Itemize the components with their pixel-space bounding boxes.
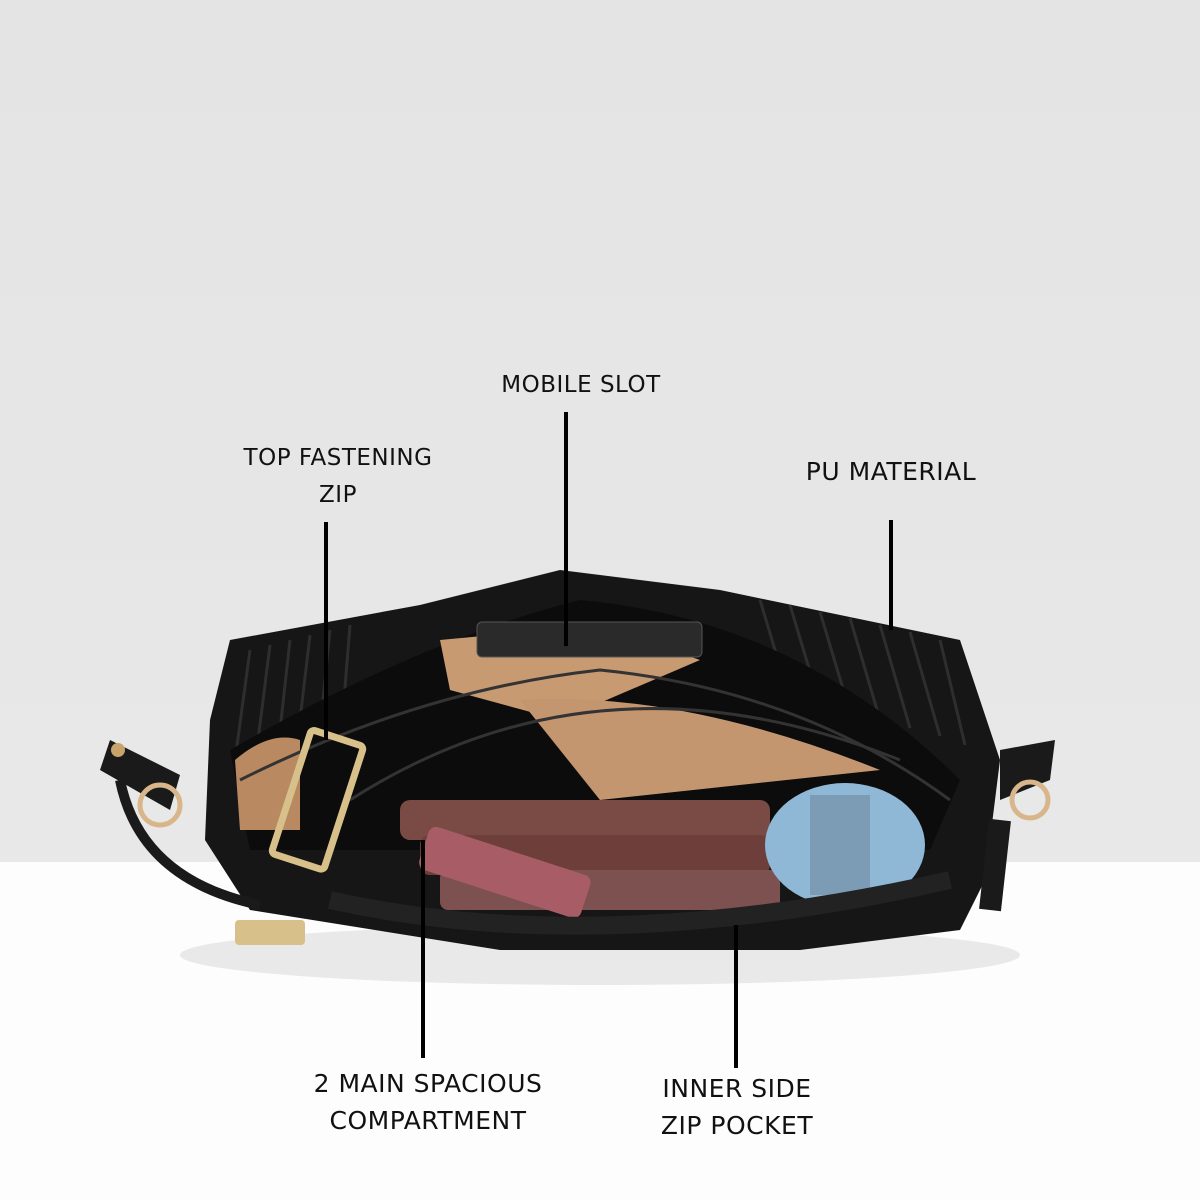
callout-line-main-compartment [421,840,425,1058]
callout-mobile-slot: MOBILE SLOT [501,372,661,398]
callout-main-compartment-line1: 2 MAIN SPACIOUS [313,1069,543,1098]
callout-top-zip: TOP FASTENING ZIP [244,440,433,514]
ring-left [137,782,183,828]
inner-zip [349,707,901,802]
wallet-1 [400,800,770,840]
callout-inner-pocket-line1: INNER SIDE [662,1074,812,1103]
front-zip-puller [235,920,305,945]
top-zip [239,668,951,802]
lining-back [520,698,880,800]
callout-inner-pocket-line2: ZIP POCKET [660,1111,814,1140]
mobile-phone [476,621,703,658]
callout-line-inner-pocket [734,925,738,1068]
callout-main-compartment: 2 MAIN SPACIOUS COMPARTMENT [314,1065,543,1139]
zip-puller [268,727,367,873]
front-panel [328,871,953,935]
strap-tab-left [100,740,180,810]
callout-top-zip-line2: ZIP [319,482,357,508]
ring-right [1009,779,1051,821]
strap-left [115,779,262,910]
callout-inner-pocket: INNER SIDE ZIP POCKET [661,1070,813,1144]
callout-line-top-zip [324,522,328,740]
callout-line-pu-material [889,520,893,630]
callout-pu-material: PU MATERIAL [805,457,977,486]
callout-main-compartment-line2: COMPARTMENT [329,1106,527,1135]
strap-tab-right [1000,740,1055,800]
callout-top-zip-line1: TOP FASTENING [243,445,433,471]
strap-right [979,818,1011,912]
lip-gloss [419,826,591,919]
callout-line-mobile-slot [564,412,568,646]
